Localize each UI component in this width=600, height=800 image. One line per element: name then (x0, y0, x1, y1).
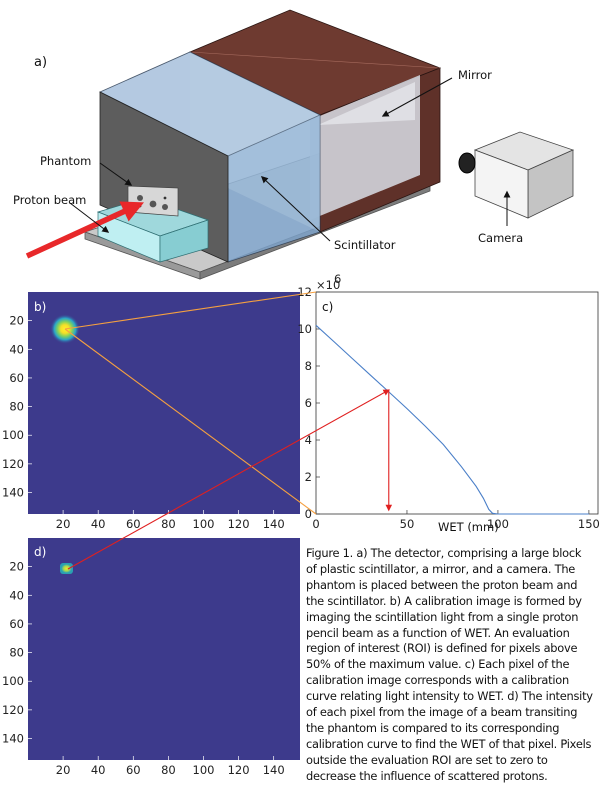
pixel-to-curve-arrow (67, 389, 390, 570)
c-ytick-label: 4 (305, 433, 312, 447)
panel-b-label: b) (34, 300, 46, 314)
c-ytick-label: 8 (305, 359, 312, 373)
b-ytick-label: 100 (2, 428, 24, 442)
b-xtick-label: 20 (56, 517, 71, 531)
c-ytick-label: 0 (305, 507, 312, 521)
d-xtick-label: 60 (126, 763, 141, 777)
panel-d-plot-area (28, 538, 300, 760)
d-xtick-label: 40 (91, 763, 106, 777)
d-xtick-label: 20 (56, 763, 71, 777)
d-xtick-label: 100 (193, 763, 215, 777)
panel-a-illustration: a) (13, 9, 575, 280)
d-ytick-label: 140 (2, 732, 24, 746)
panel-b-heatmap: b) 20 40 60 80 100 120 140 20 40 60 80 100 120 140 (2, 292, 300, 531)
panel-c-label: c) (322, 300, 333, 314)
b-xtick-label: 120 (228, 517, 250, 531)
b-xtick-label: 40 (91, 517, 106, 531)
b-ytick-label: 40 (9, 342, 24, 356)
scintillator-pointer (260, 176, 331, 242)
panel-d-beam-spot (60, 563, 73, 574)
orange-connectors (64, 291, 317, 515)
d-xtick-label: 140 (263, 763, 285, 777)
camera-illustration (458, 131, 575, 219)
b-ytick-label: 80 (9, 400, 24, 414)
y-multiplier: ×10 (316, 278, 340, 292)
c-xtick-label: 0 (312, 517, 319, 531)
c-ytick-label: 6 (305, 396, 312, 410)
b-xtick-label: 60 (126, 517, 141, 531)
y-exponent: 6 (334, 272, 341, 286)
panel-c-frame (315, 291, 599, 515)
d-ytick-label: 120 (2, 703, 24, 717)
d-ytick-label: 40 (9, 588, 24, 602)
scintillator-label: Scintillator (334, 238, 396, 252)
panel-c-y-axis: 0 2 4 6 8 10 12 (297, 285, 320, 521)
c-xtick-label: 100 (487, 517, 509, 531)
d-ytick-label: 60 (9, 617, 24, 631)
phantom-label: Phantom (40, 154, 91, 168)
panel-b-y-axis: 20 40 60 80 100 120 140 (2, 314, 32, 500)
panel-c-x-axis: 0 50 100 150 (312, 510, 600, 531)
panel-d-x-axis: 20 40 60 80 100 120 140 (56, 756, 285, 777)
proton-beam-label: Proton beam (13, 193, 86, 207)
mirror-box (189, 9, 442, 233)
c-ytick-label: 2 (305, 470, 312, 484)
panel-d-y-axis: 20 40 60 80 100 120 140 (2, 560, 32, 746)
scintillator-cube (99, 51, 321, 263)
d-ytick-label: 20 (9, 560, 24, 574)
c-xtick-label: 150 (578, 517, 600, 531)
d-ytick-label: 100 (2, 674, 24, 688)
mirror-pointer (381, 77, 453, 117)
panel-d-heatmap: d) 20 40 60 80 100 120 140 20 40 60 80 100 120 140 (2, 538, 300, 777)
b-ytick-label: 120 (2, 457, 24, 471)
mirror-label: Mirror (458, 68, 492, 82)
c-ytick-label: 12 (297, 285, 312, 299)
calibration-curve (315, 324, 589, 515)
b-ytick-label: 20 (9, 314, 24, 328)
b-ytick-label: 60 (9, 371, 24, 385)
d-ytick-label: 80 (9, 646, 24, 660)
b-xtick-label: 140 (263, 517, 285, 531)
b-ytick-label: 140 (2, 486, 24, 500)
panel-a-label: a) (34, 55, 47, 70)
phantom-pointer (99, 162, 133, 186)
panel-c-chart: c) ×10 6 0 2 4 6 8 10 12 0 50 100 150 WET (mm) (297, 272, 600, 534)
c-ytick-label: 10 (297, 322, 312, 336)
panel-b-x-axis: 20 40 60 80 100 120 140 (56, 510, 285, 531)
panel-d-label: d) (34, 545, 46, 559)
d-xtick-label: 80 (161, 763, 176, 777)
c-xtick-label: 50 (400, 517, 415, 531)
proton-beam-arrow (25, 201, 144, 259)
x-axis-label: WET (mm) (438, 520, 499, 534)
b-xtick-label: 80 (161, 517, 176, 531)
red-arrows (67, 389, 393, 570)
figure-caption: Figure 1. a) The detector, comprising a … (306, 546, 593, 783)
d-xtick-label: 120 (228, 763, 250, 777)
b-xtick-label: 100 (193, 517, 215, 531)
proton-beam-pointer (69, 202, 110, 233)
camera-label: Camera (478, 231, 523, 245)
